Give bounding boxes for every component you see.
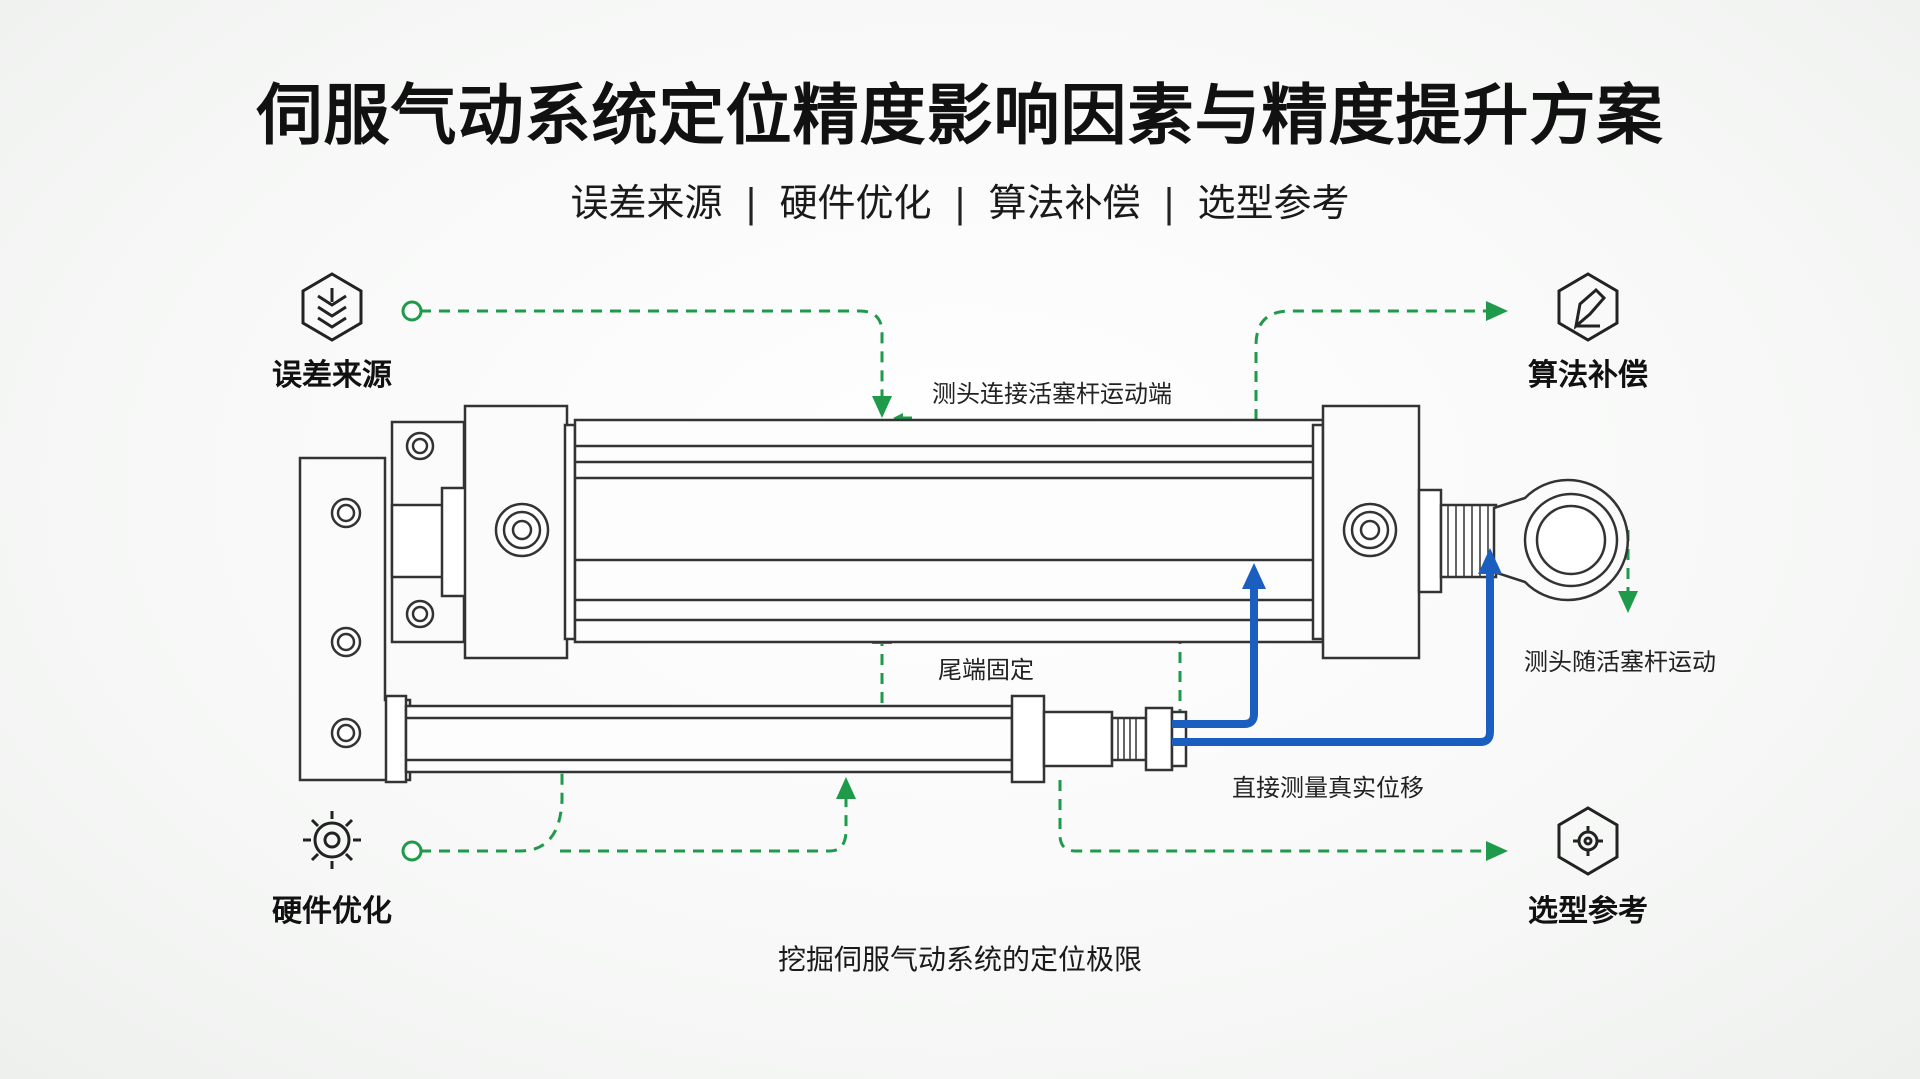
annotation-probe-connect: 测头连接活塞杆运动端 xyxy=(932,380,1172,408)
pen-tool-icon xyxy=(1557,272,1619,342)
connector-error-source xyxy=(420,309,892,418)
annotation-direct-measure: 直接测量真实位移 xyxy=(1232,774,1424,802)
connector-start-dot xyxy=(401,840,423,862)
connector-selection xyxy=(1058,780,1508,861)
subtitle-separator: | xyxy=(744,181,758,225)
annotation-tail-fixed: 尾端固定 xyxy=(938,656,1034,684)
cylinder-body xyxy=(298,404,1630,784)
subtitle-item-error-source: 误差来源 xyxy=(570,181,723,225)
connector-algorithm xyxy=(1254,301,1508,515)
subtitle-separator: | xyxy=(953,181,967,225)
subtitle-item-hardware: 硬件优化 xyxy=(779,181,932,225)
measure-path-to-rod xyxy=(1172,548,1502,746)
connector-hardware-arrow xyxy=(560,777,856,853)
connector-start-dot xyxy=(401,300,423,322)
subtitle-item-selection: 选型参考 xyxy=(1197,181,1350,225)
corner-label-error-source: 误差来源 xyxy=(272,358,392,393)
layers-down-icon xyxy=(301,272,363,342)
bottom-caption: 挖掘伺服气动系统的定位极限 xyxy=(777,943,1142,976)
corner-label-selection: 选型参考 xyxy=(1528,894,1648,929)
page-title: 伺服气动系统定位精度影响因素与精度提升方案 xyxy=(256,77,1664,154)
subtitle-separator: | xyxy=(1162,181,1176,225)
gear-icon xyxy=(303,811,361,869)
measure-path-to-barrel xyxy=(1172,563,1266,728)
subtitle-bar: 误差来源 | 硬件优化 | 算法补偿 | 选型参考 xyxy=(0,172,1920,227)
corner-label-algorithm: 算法补偿 xyxy=(1528,358,1648,393)
settings-hexagon-icon xyxy=(1557,806,1619,876)
subtitle-item-algorithm: 算法补偿 xyxy=(988,181,1141,225)
annotation-probe-follow: 测头随活塞杆运动 xyxy=(1524,648,1716,676)
corner-label-hardware: 硬件优化 xyxy=(272,894,392,929)
